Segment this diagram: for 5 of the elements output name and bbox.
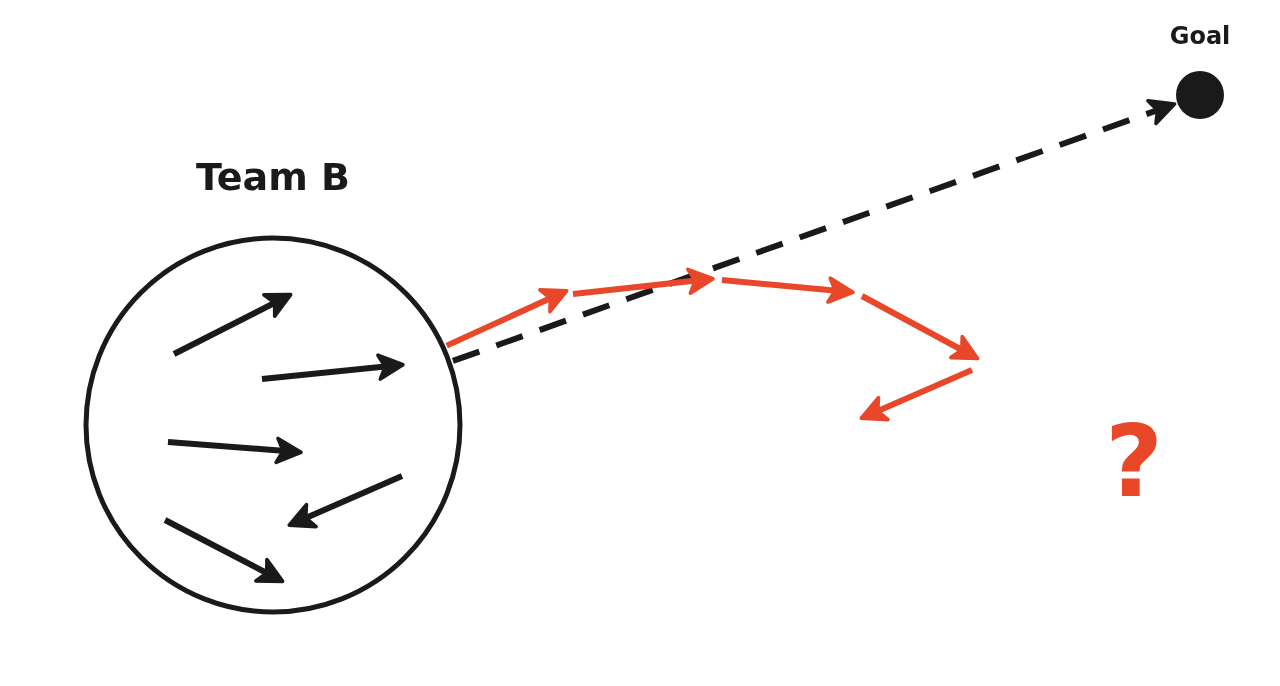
team-heading: Team B [194,155,352,201]
dashed-arrow [451,99,1177,364]
goal-label: Goal [1168,22,1232,51]
arrow [445,288,569,349]
question-mark: ? [1105,412,1163,512]
